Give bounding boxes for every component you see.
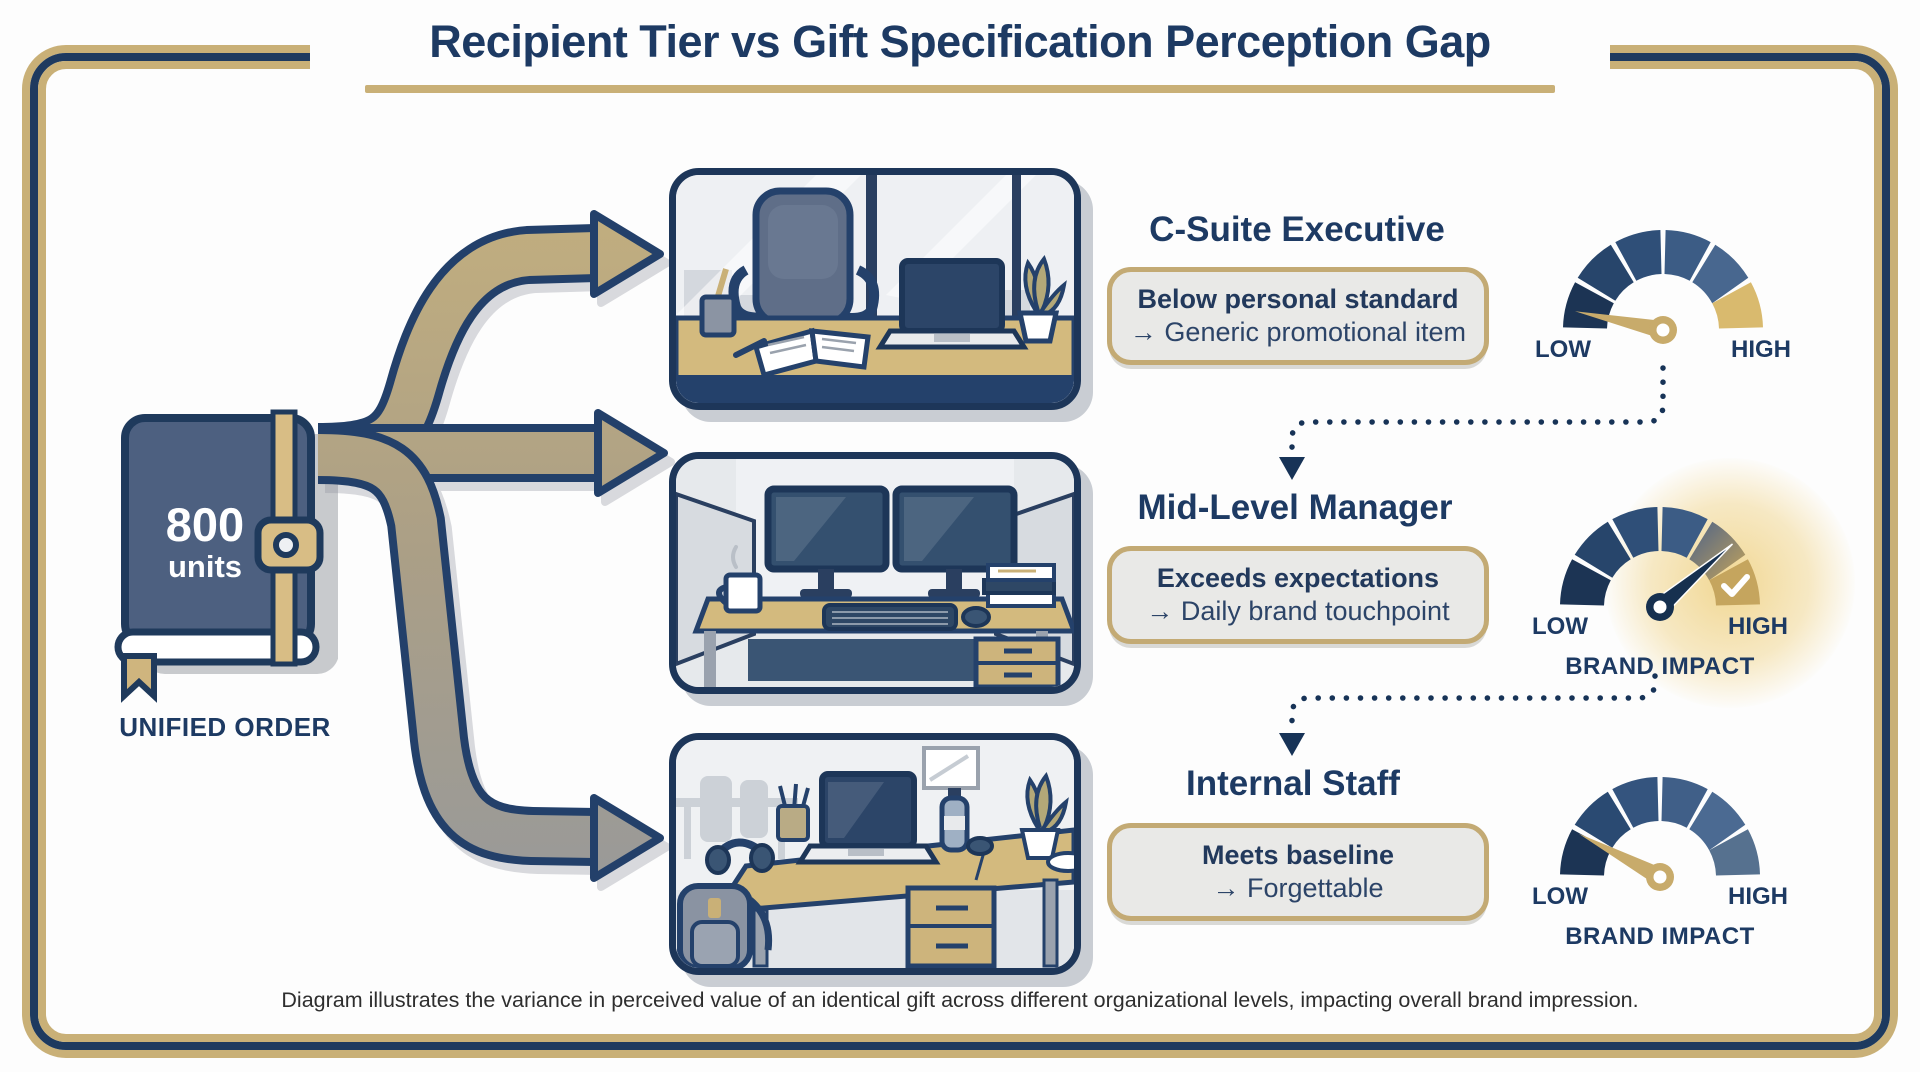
- outcome-text: → Forgettable: [1212, 873, 1384, 903]
- gauge-needle: [1578, 833, 1665, 885]
- title-background: [310, 26, 1610, 78]
- unified-order-label: UNIFIED ORDER: [119, 712, 331, 742]
- mouse: [966, 836, 994, 856]
- checkmark-icon: [1721, 574, 1750, 597]
- executive-chair: [728, 187, 880, 327]
- open-office-illustration: [676, 740, 1074, 968]
- gauge-manager: LOW HIGH BRAND IMPACT: [1532, 485, 1788, 680]
- perception-box-c-suite: Below personal standard → Generic promot…: [1107, 267, 1489, 365]
- book-stack: [982, 563, 1056, 608]
- gauge-needle: [1575, 311, 1665, 339]
- backpack: [677, 883, 773, 968]
- title-underline: [365, 85, 1555, 93]
- mouse: [961, 606, 991, 628]
- order-quantity: 800 units: [115, 500, 295, 584]
- pen-cup: [699, 268, 737, 338]
- drawer-unit: [973, 636, 1061, 687]
- monitor-right: [892, 485, 1018, 598]
- scene-executive-office: [669, 168, 1081, 410]
- notebook-illustration: [114, 409, 338, 703]
- desk-plant: [1016, 255, 1067, 344]
- pencil-cup: [776, 783, 810, 842]
- desk-front: [676, 375, 1074, 403]
- branch-arrows: [317, 210, 668, 882]
- perception-box-manager: Exceeds expectations → Daily brand touch…: [1107, 546, 1489, 644]
- clasp-button: [273, 532, 299, 558]
- drawer-unit: [905, 885, 997, 968]
- desk-plant: [1019, 772, 1069, 860]
- water-bottle: [939, 788, 970, 853]
- diagram-caption: Diagram illustrates the variance in perc…: [281, 988, 1639, 1012]
- gauge-dial: [1560, 507, 1760, 621]
- gauge-segments: [1563, 230, 1763, 329]
- tier-heading-manager: Mid-Level Manager: [1137, 488, 1453, 527]
- wall-picture: [922, 746, 980, 790]
- gauge-c-suite: LOW HIGH: [1535, 208, 1791, 363]
- perception-text: Exceeds expectations: [1156, 563, 1440, 593]
- tier-heading-c-suite: C-Suite Executive: [1149, 210, 1445, 249]
- bookmark-ribbon: [121, 653, 157, 703]
- outcome-text: → Generic promotional item: [1129, 317, 1467, 347]
- page-title: Recipient Tier vs Gift Specification Per…: [429, 16, 1491, 67]
- outcome-text: → Daily brand touchpoint: [1146, 596, 1450, 626]
- headphones: [705, 838, 775, 875]
- gauge-low-label: LOW: [1532, 613, 1588, 640]
- gauge-high-label: HIGH: [1731, 336, 1791, 363]
- scene-open-office-desk: [669, 733, 1081, 975]
- notebook-pages: [114, 628, 320, 666]
- bowl: [1046, 851, 1074, 873]
- quantity-units: units: [167, 549, 243, 584]
- gauge-staff: LOW HIGH BRAND IMPACT: [1532, 755, 1788, 950]
- gauge-low-label: LOW: [1532, 883, 1588, 910]
- laptop: [875, 258, 1029, 350]
- keyboard: [822, 603, 958, 631]
- perception-box-staff: Meets baseline → Forgettable: [1107, 823, 1489, 921]
- cubicle-illustration: [676, 459, 1074, 687]
- gauge-dial: [1560, 777, 1760, 891]
- quantity-number: 800: [165, 498, 245, 551]
- gauge-low-label: LOW: [1535, 336, 1591, 363]
- coffee-mug: [716, 545, 763, 614]
- monitor-left: [764, 485, 890, 598]
- arrow-to-staff: [317, 426, 664, 882]
- window-mullion: [866, 175, 877, 327]
- perception-text: Below personal standard: [1137, 284, 1459, 314]
- pen: [733, 338, 767, 358]
- open-notebook: [752, 327, 871, 379]
- brand-impact-label: BRAND IMPACT: [1565, 653, 1755, 680]
- scene-cubicle-workstation: [669, 452, 1081, 694]
- window-mullion: [1012, 175, 1021, 327]
- tier-heading-staff: Internal Staff: [1186, 764, 1400, 803]
- desk-leg: [1042, 878, 1059, 968]
- laptop: [795, 771, 941, 865]
- desk-panel: [748, 639, 974, 681]
- gauge-high-label: HIGH: [1728, 613, 1788, 640]
- perception-text: Meets baseline: [1201, 840, 1395, 870]
- executive-office-illustration: [676, 175, 1074, 403]
- gauge-high-label: HIGH: [1728, 883, 1788, 910]
- desk-leg: [704, 631, 716, 687]
- brand-impact-label: BRAND IMPACT: [1565, 923, 1755, 950]
- gauge-segments: [1560, 777, 1760, 876]
- gauge-dial: [1563, 230, 1763, 344]
